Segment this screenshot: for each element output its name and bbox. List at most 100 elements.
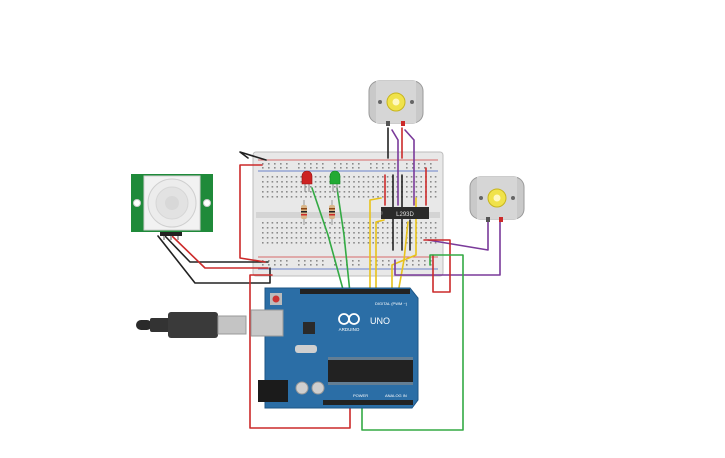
wire-yellow[interactable] [369, 197, 382, 294]
breadboard-hole [412, 260, 414, 262]
breadboard-hole [382, 227, 384, 229]
usb-cable[interactable] [136, 312, 247, 338]
breadboard-hole [290, 237, 293, 239]
breadboard-hole [377, 227, 379, 229]
breadboard-hole [290, 242, 293, 244]
breadboard-hole [370, 167, 372, 169]
breadboard-hole [338, 237, 341, 239]
resistor[interactable] [329, 200, 335, 225]
breadboard-hole [276, 191, 278, 193]
breadboard-hole [322, 167, 324, 169]
breadboard-hole [310, 264, 312, 266]
breadboard-hole [406, 260, 408, 262]
motor-driver-chip[interactable]: L293D [381, 207, 429, 219]
breadboard-hole [370, 163, 372, 165]
breadboard-hole [300, 176, 302, 178]
breadboard-hole [266, 186, 269, 188]
wire-red[interactable] [239, 164, 266, 263]
breadboard-hole [314, 176, 317, 178]
breadboard-hole [410, 232, 413, 234]
breadboard-hole [406, 191, 408, 193]
red-led[interactable] [301, 170, 313, 192]
pir-sensor[interactable] [131, 174, 213, 240]
breadboard-hole [430, 196, 432, 198]
wire-black[interactable] [164, 235, 269, 263]
breadboard-hole [295, 242, 298, 244]
breadboard-hole [298, 163, 300, 165]
dc-motor-right[interactable] [469, 176, 525, 222]
wire-purple[interactable] [394, 219, 501, 276]
wire-red[interactable] [171, 235, 269, 269]
breadboard-hole [434, 196, 437, 198]
breadboard-hole [324, 191, 326, 193]
dc-motor-top[interactable] [368, 80, 424, 126]
breadboard-hole [410, 196, 413, 198]
breadboard-hole [434, 242, 437, 244]
breadboard-hole [372, 242, 374, 244]
breadboard-hole [358, 232, 360, 234]
wire-green[interactable] [336, 187, 351, 294]
breadboard-hole [372, 186, 374, 188]
breadboard-hole [343, 181, 346, 183]
breadboard-hole [382, 242, 384, 244]
wire-purple[interactable] [391, 129, 399, 206]
breadboard-hole [340, 260, 342, 262]
breadboard-hole [324, 181, 326, 183]
breadboard-hole [319, 222, 322, 224]
breadboard-hole [274, 264, 276, 266]
wire-purple[interactable] [404, 129, 415, 206]
wire-green[interactable] [311, 187, 345, 294]
breadboard-hole [304, 260, 306, 262]
wire-black[interactable] [239, 151, 267, 161]
breadboard-hole [372, 181, 374, 183]
wire-yellow[interactable] [397, 221, 409, 294]
breadboard-hole [343, 176, 346, 178]
breadboard-hole [314, 237, 317, 239]
breadboard-hole [334, 191, 336, 193]
breadboard-hole [329, 227, 331, 229]
breadboard-hole [376, 163, 378, 165]
breadboard-hole [420, 176, 422, 178]
breadboard-hole [286, 167, 288, 169]
arduino-uno[interactable]: ARDUINO UNO DIGITAL (PWM ~) POWER ANALOG… [250, 287, 419, 409]
breadboard-hole [348, 227, 350, 229]
wire-red[interactable] [249, 274, 351, 429]
resistor[interactable] [301, 200, 307, 225]
wire-green[interactable] [361, 254, 464, 431]
breadboard-hole [276, 242, 278, 244]
breadboard-hole [300, 232, 302, 234]
breadboard-hole [329, 186, 331, 188]
breadboard-hole [281, 237, 283, 239]
wire-red[interactable] [423, 239, 451, 293]
breadboard-hole [310, 237, 312, 239]
breadboard-hole [310, 163, 312, 165]
breadboard-hole [358, 242, 360, 244]
breadboard-hole [271, 191, 274, 193]
breadboard-hole [372, 232, 374, 234]
breadboard-hole [334, 237, 336, 239]
breadboard-hole [281, 227, 283, 229]
breadboard-hole [434, 186, 437, 188]
wire-purple[interactable] [427, 219, 489, 251]
breadboard-hole [324, 237, 326, 239]
breadboard-hole [386, 186, 389, 188]
breadboard-hole [262, 237, 264, 239]
breadboard-hole [334, 232, 336, 234]
breadboard-hole [377, 186, 379, 188]
breadboard-hole [290, 176, 293, 178]
breadboard-hole [388, 260, 390, 262]
breadboard-hole [290, 232, 293, 234]
breadboard-hole [305, 186, 307, 188]
breadboard-hole [367, 237, 370, 239]
breadboard-hole [266, 181, 269, 183]
breadboard-hole [262, 227, 264, 229]
breadboard-hole [434, 176, 437, 178]
green-led[interactable] [329, 170, 341, 192]
breadboard-hole [319, 242, 322, 244]
breadboard-hole [348, 242, 350, 244]
breadboard-hole [268, 167, 270, 169]
wire-yellow[interactable] [375, 219, 385, 294]
breadboard-hole [290, 191, 293, 193]
breadboard-hole [367, 227, 370, 229]
breadboard-hole [412, 163, 414, 165]
